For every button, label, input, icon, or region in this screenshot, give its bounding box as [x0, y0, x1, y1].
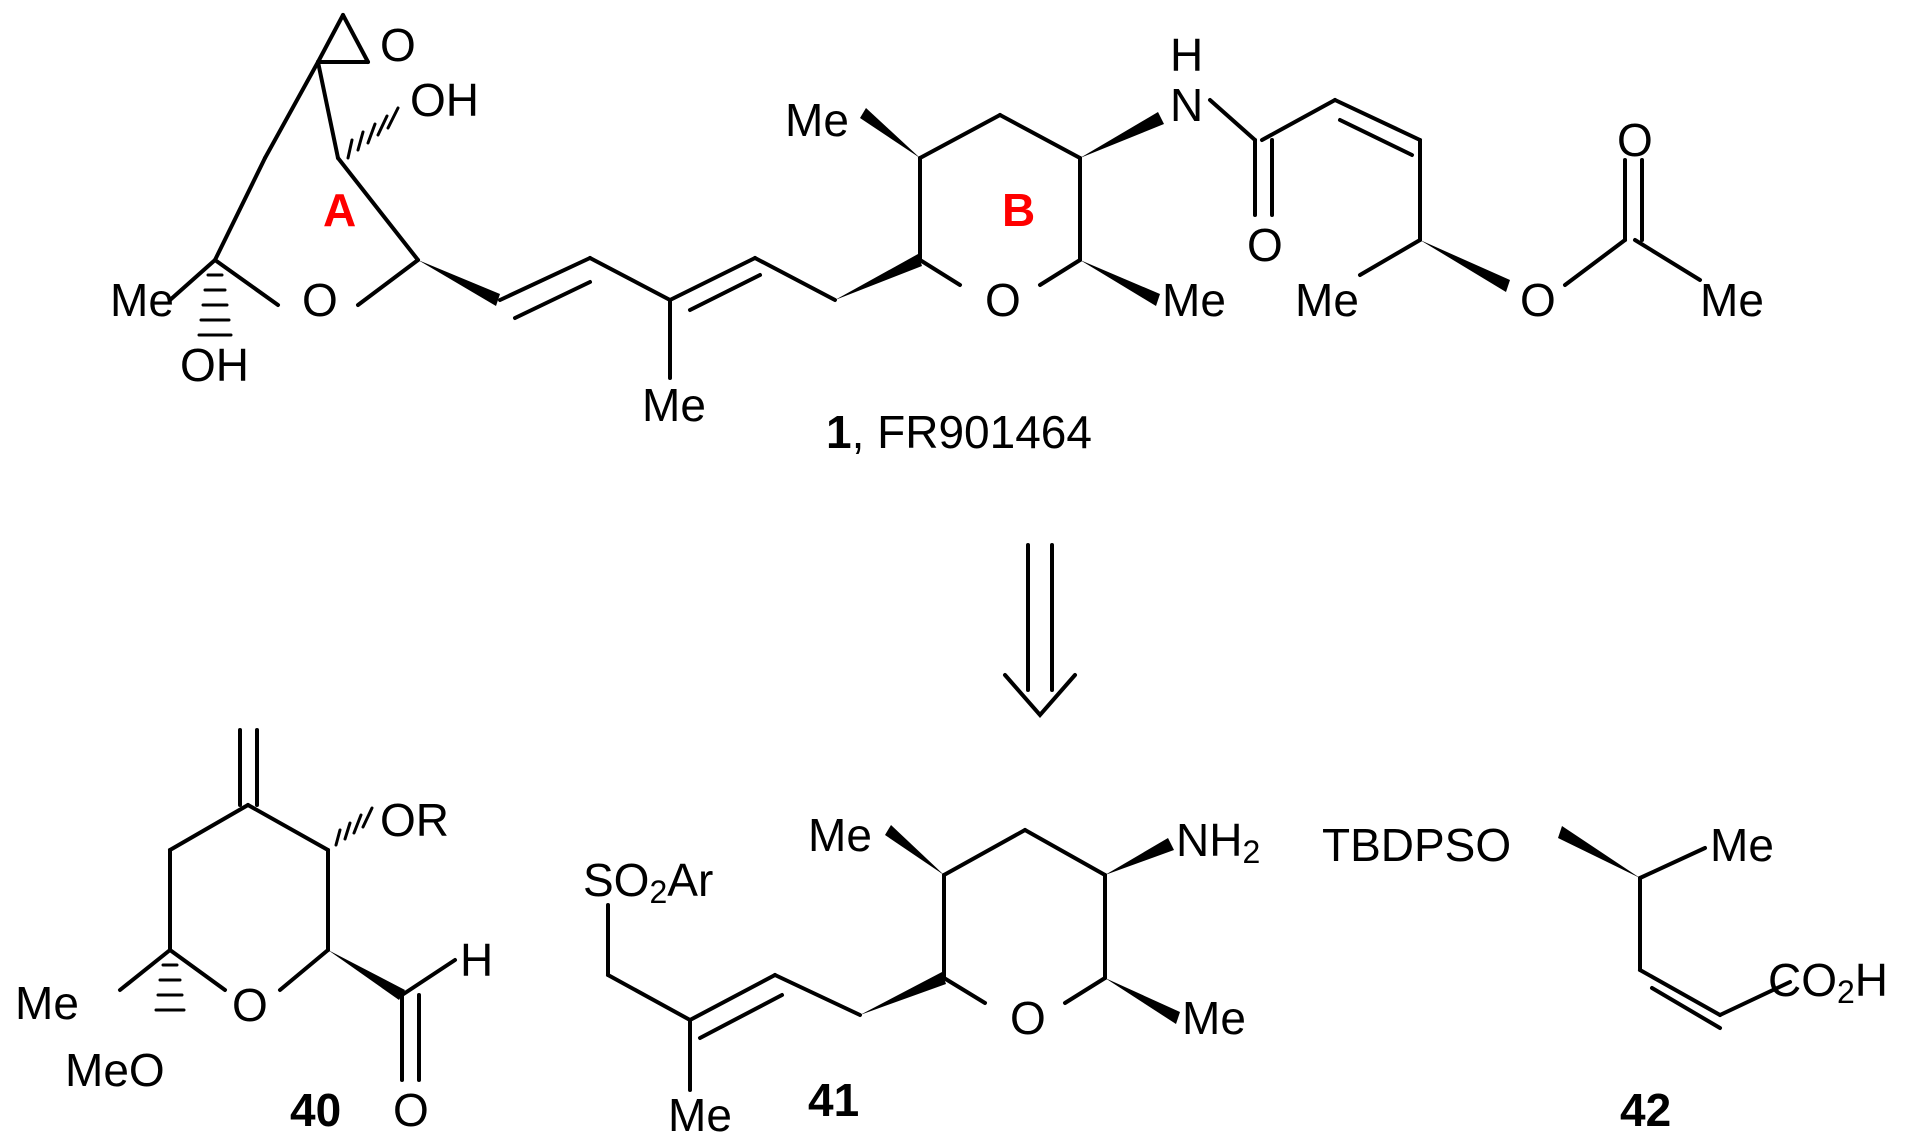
- hashed-wedge-meo: [154, 963, 186, 1012]
- c1-me-ester-left: Me: [1295, 274, 1359, 326]
- c1-me-chain: Me: [642, 379, 706, 431]
- amide-chain-bonds: [1208, 98, 1702, 292]
- c1-me-left: Me: [110, 274, 174, 326]
- compound-1-id: 1, FR901464: [826, 406, 1092, 458]
- c1-epoxide-o: O: [380, 19, 416, 71]
- compound-41-id: 41: [808, 1074, 859, 1126]
- wedge-me-41-top: [885, 825, 944, 875]
- c1-me-ring-b-bottom: Me: [1162, 274, 1226, 326]
- wedge-nh2-41: [1105, 838, 1174, 875]
- wedge-ester: [1420, 240, 1510, 292]
- diene-linker: [498, 256, 837, 380]
- c42-me: Me: [1710, 819, 1774, 871]
- c41-me-chain: Me: [668, 1089, 732, 1141]
- c1-ester-o: O: [1520, 274, 1556, 326]
- c1-oh-top: OH: [410, 74, 479, 126]
- c40-ald-o: O: [393, 1084, 429, 1136]
- c1-acetyl-me: Me: [1700, 274, 1764, 326]
- wedge-aldehyde: [328, 950, 405, 1000]
- compound-42-id: 42: [1620, 1084, 1671, 1136]
- compound-41-structure: [606, 825, 1180, 1092]
- c41-so2ar: SO2Ar: [583, 854, 713, 910]
- c41-me-top: Me: [808, 809, 872, 861]
- c1-nh-n: N: [1170, 79, 1203, 131]
- wedge-linker-ring-b: [835, 254, 922, 300]
- hashed-wedge-oh-bottom: [197, 273, 233, 337]
- ring-a-label: A: [323, 184, 356, 236]
- retrosynthesis-arrow: [1003, 543, 1077, 719]
- c1-acetyl-o: O: [1617, 114, 1653, 166]
- compound-42-structure: [1558, 826, 1792, 1030]
- c40-ring-o: O: [232, 979, 268, 1031]
- wedge-linker-ring-41: [860, 972, 946, 1015]
- ring-b-label: B: [1002, 184, 1035, 236]
- c41-me-right: Me: [1182, 992, 1246, 1044]
- c41-ring-o: O: [1010, 992, 1046, 1044]
- c42-co2h: CO2H: [1768, 954, 1888, 1010]
- compound-1-structure: [168, 13, 1702, 380]
- c40-meo: MeO: [65, 1044, 165, 1096]
- c1-me-ring-b-top: Me: [785, 94, 849, 146]
- wedge-ring-a-chain: [418, 260, 500, 306]
- compound-40-structure: [118, 728, 457, 1082]
- hashed-wedge-oh: [346, 106, 400, 160]
- hashed-wedge-or: [334, 806, 374, 847]
- wedge-me-ring-b-bottom: [1080, 260, 1160, 306]
- wedge-me-ring-b-top: [860, 108, 920, 158]
- c40-h: H: [460, 934, 493, 986]
- c1-ring-b-o: O: [985, 274, 1021, 326]
- c1-oh-bottom: OH: [180, 339, 249, 391]
- c40-or: OR: [380, 794, 449, 846]
- c41-nh2: NH2: [1176, 814, 1260, 870]
- wedge-nh: [1080, 112, 1164, 158]
- c1-nh-h: H: [1170, 29, 1203, 81]
- ring-a-bonds: [168, 13, 500, 337]
- compound-40-id: 40: [290, 1084, 341, 1136]
- c42-tbdpso: TBDPSO: [1322, 819, 1511, 871]
- wedge-me-41-right: [1105, 978, 1180, 1024]
- ring-b-bonds: [835, 108, 1164, 306]
- c1-ring-a-o: O: [302, 274, 338, 326]
- c40-me: Me: [15, 977, 79, 1029]
- wedge-tbdpso: [1558, 826, 1640, 878]
- c1-amide-o: O: [1247, 219, 1283, 271]
